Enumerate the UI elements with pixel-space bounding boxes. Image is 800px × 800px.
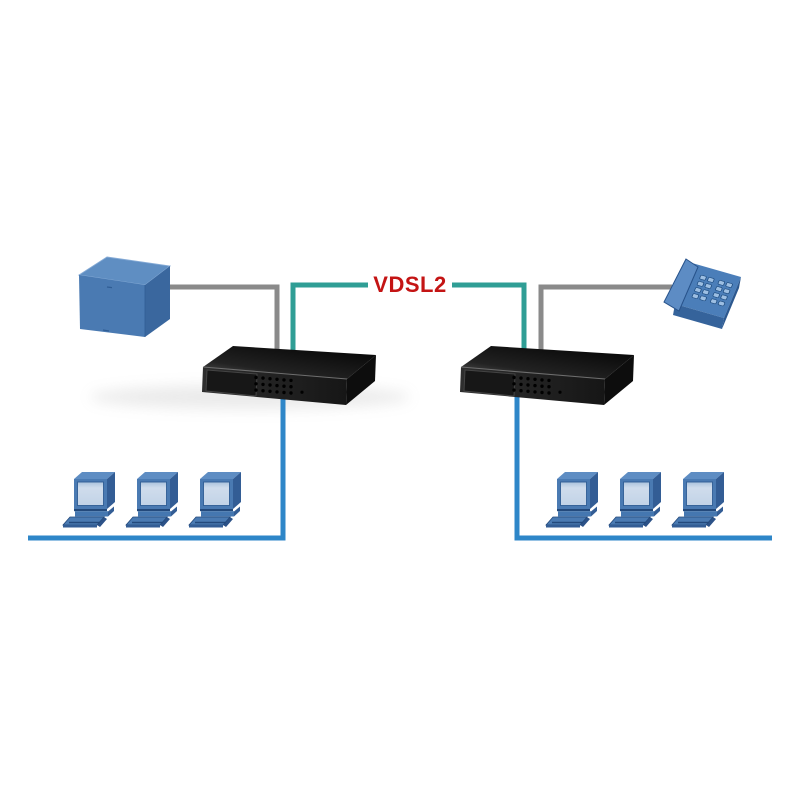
workstation-icon xyxy=(671,471,725,529)
blue-cube-device-icon xyxy=(77,256,172,337)
lan-bus-line-left xyxy=(28,393,286,541)
vdsl2-switch-right-icon xyxy=(459,345,635,406)
lan-bus-line-right xyxy=(514,393,772,541)
workstation-icon xyxy=(545,471,599,529)
telephone-icon xyxy=(663,258,741,329)
workstation-icon xyxy=(188,471,242,529)
workstation-icon xyxy=(62,471,116,529)
uplink-line-right xyxy=(538,284,672,352)
vdsl2-link-line-left xyxy=(290,282,374,352)
vdsl2-link-label: VDSL2 xyxy=(368,271,452,299)
uplink-line-left xyxy=(168,284,280,352)
workstation-icon xyxy=(608,471,662,529)
vdsl2-link-line-right xyxy=(447,282,527,352)
workstation-icon xyxy=(125,471,179,529)
